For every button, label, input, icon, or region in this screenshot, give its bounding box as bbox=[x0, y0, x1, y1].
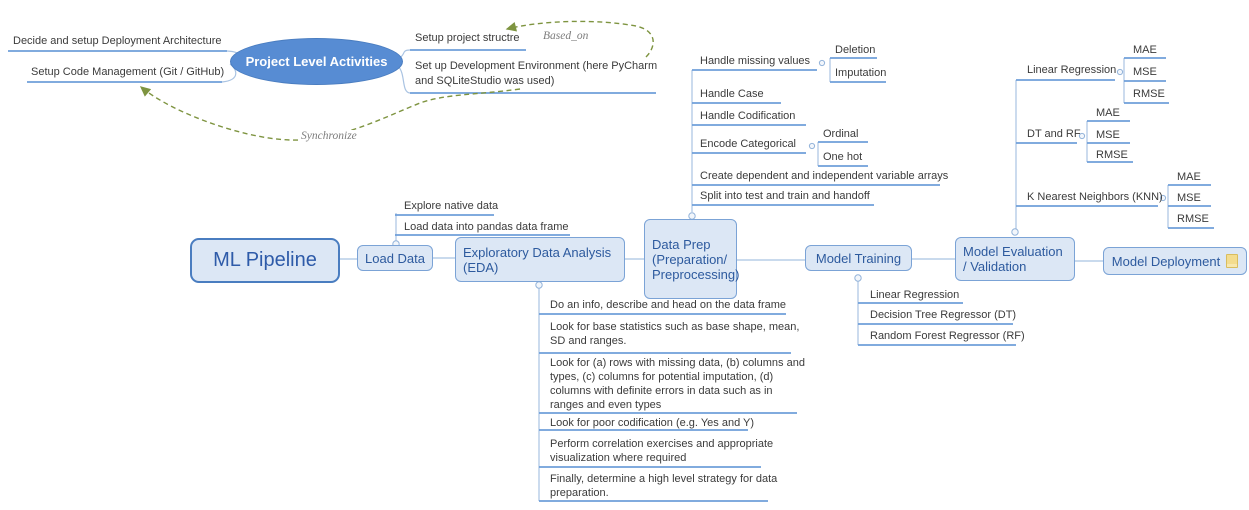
node-me-lr-rmse[interactable]: RMSE bbox=[1133, 88, 1165, 100]
node-project-level-activities[interactable]: Project Level Activities bbox=[230, 38, 403, 85]
node-me-lr-mae[interactable]: MAE bbox=[1133, 44, 1157, 56]
node-me-dtrf-mse[interactable]: MSE bbox=[1096, 129, 1120, 141]
node-me-knn-mse[interactable]: MSE bbox=[1177, 192, 1201, 204]
eda-edges bbox=[539, 313, 797, 502]
node-mt-random-forest[interactable]: Random Forest Regressor (RF) bbox=[870, 330, 1025, 342]
node-model-deployment[interactable]: Model Deployment bbox=[1103, 247, 1247, 275]
node-handle-codification[interactable]: Handle Codification bbox=[700, 110, 796, 122]
fold-handles bbox=[392, 59, 1167, 289]
node-eda-missing-data[interactable]: Look for (a) rows with missing data, (b)… bbox=[550, 357, 805, 411]
node-me-dtrf-rmse[interactable]: RMSE bbox=[1096, 149, 1128, 161]
node-me-knn-rmse[interactable]: RMSE bbox=[1177, 213, 1209, 225]
model-training-edges bbox=[858, 302, 1016, 346]
node-eda-poor-codification[interactable]: Look for poor codification (e.g. Yes and… bbox=[550, 417, 755, 429]
node-me-dtrf-mae[interactable]: MAE bbox=[1096, 107, 1120, 119]
node-handle-case[interactable]: Handle Case bbox=[700, 88, 764, 100]
node-ordinal[interactable]: Ordinal bbox=[823, 128, 859, 140]
node-mt-linear-regression[interactable]: Linear Regression bbox=[870, 289, 960, 301]
load-data-edges bbox=[395, 214, 570, 236]
node-explore-native-data[interactable]: Explore native data bbox=[404, 200, 499, 212]
node-me-dt-rf[interactable]: DT and RF bbox=[1027, 128, 1081, 140]
node-eda-correlation[interactable]: Perform correlation exercises and approp… bbox=[550, 438, 774, 464]
dashed-connectors bbox=[139, 20, 654, 141]
node-me-knn[interactable]: K Nearest Neighbors (KNN) bbox=[1027, 191, 1163, 203]
node-code-management[interactable]: Setup Code Management (Git / GitHub) bbox=[31, 66, 225, 78]
data-prep-edges bbox=[692, 57, 940, 206]
project-level-edges bbox=[8, 49, 656, 94]
node-me-knn-mae[interactable]: MAE bbox=[1177, 171, 1201, 183]
model-deployment-label: Model Deployment bbox=[1111, 253, 1221, 269]
node-eda[interactable]: Exploratory Data Analysis (EDA) bbox=[455, 237, 625, 282]
node-model-training[interactable]: Model Training bbox=[805, 245, 912, 271]
node-dev-environment[interactable]: Set up Development Environment (here PyC… bbox=[415, 60, 658, 87]
node-data-prep[interactable]: Data Prep (Preparation/ Preprocessing) bbox=[644, 219, 739, 299]
node-load-pandas[interactable]: Load data into pandas data frame bbox=[404, 221, 569, 233]
node-project-structure[interactable]: Setup project structre bbox=[415, 32, 520, 44]
node-deletion[interactable]: Deletion bbox=[835, 44, 876, 56]
node-ml-pipeline-root[interactable]: ML Pipeline bbox=[190, 238, 340, 283]
stage-links bbox=[340, 257, 1103, 262]
connector-label-based-on: Based_on bbox=[543, 30, 589, 42]
node-split-test-train[interactable]: Split into test and train and handoff bbox=[700, 190, 870, 202]
node-me-linear-regression[interactable]: Linear Regression bbox=[1027, 64, 1117, 76]
node-imputation[interactable]: Imputation bbox=[835, 67, 887, 79]
node-load-data[interactable]: Load Data bbox=[357, 245, 433, 271]
node-eda-base-stats[interactable]: Look for base statistics such as base sh… bbox=[550, 321, 800, 347]
node-one-hot[interactable]: One hot bbox=[823, 151, 863, 163]
node-mt-decision-tree[interactable]: Decision Tree Regressor (DT) bbox=[870, 309, 1017, 321]
node-eda-info-describe[interactable]: Do an info, describe and head on the dat… bbox=[550, 299, 787, 311]
node-model-evaluation[interactable]: Model Evaluation / Validation bbox=[955, 237, 1075, 281]
connector-label-synchronize: Synchronize bbox=[299, 130, 359, 142]
node-me-lr-mse[interactable]: MSE bbox=[1133, 66, 1157, 78]
note-icon[interactable] bbox=[1226, 254, 1239, 268]
node-encode-categorical[interactable]: Encode Categorical bbox=[700, 138, 797, 150]
node-eda-strategy[interactable]: Finally, determine a high level strategy… bbox=[550, 473, 778, 499]
node-deployment-architecture[interactable]: Decide and setup Deployment Architecture bbox=[13, 35, 222, 47]
model-eval-edges bbox=[1016, 57, 1214, 229]
node-variable-arrays[interactable]: Create dependent and independent variabl… bbox=[700, 170, 949, 182]
node-handle-missing-values[interactable]: Handle missing values bbox=[700, 55, 811, 67]
